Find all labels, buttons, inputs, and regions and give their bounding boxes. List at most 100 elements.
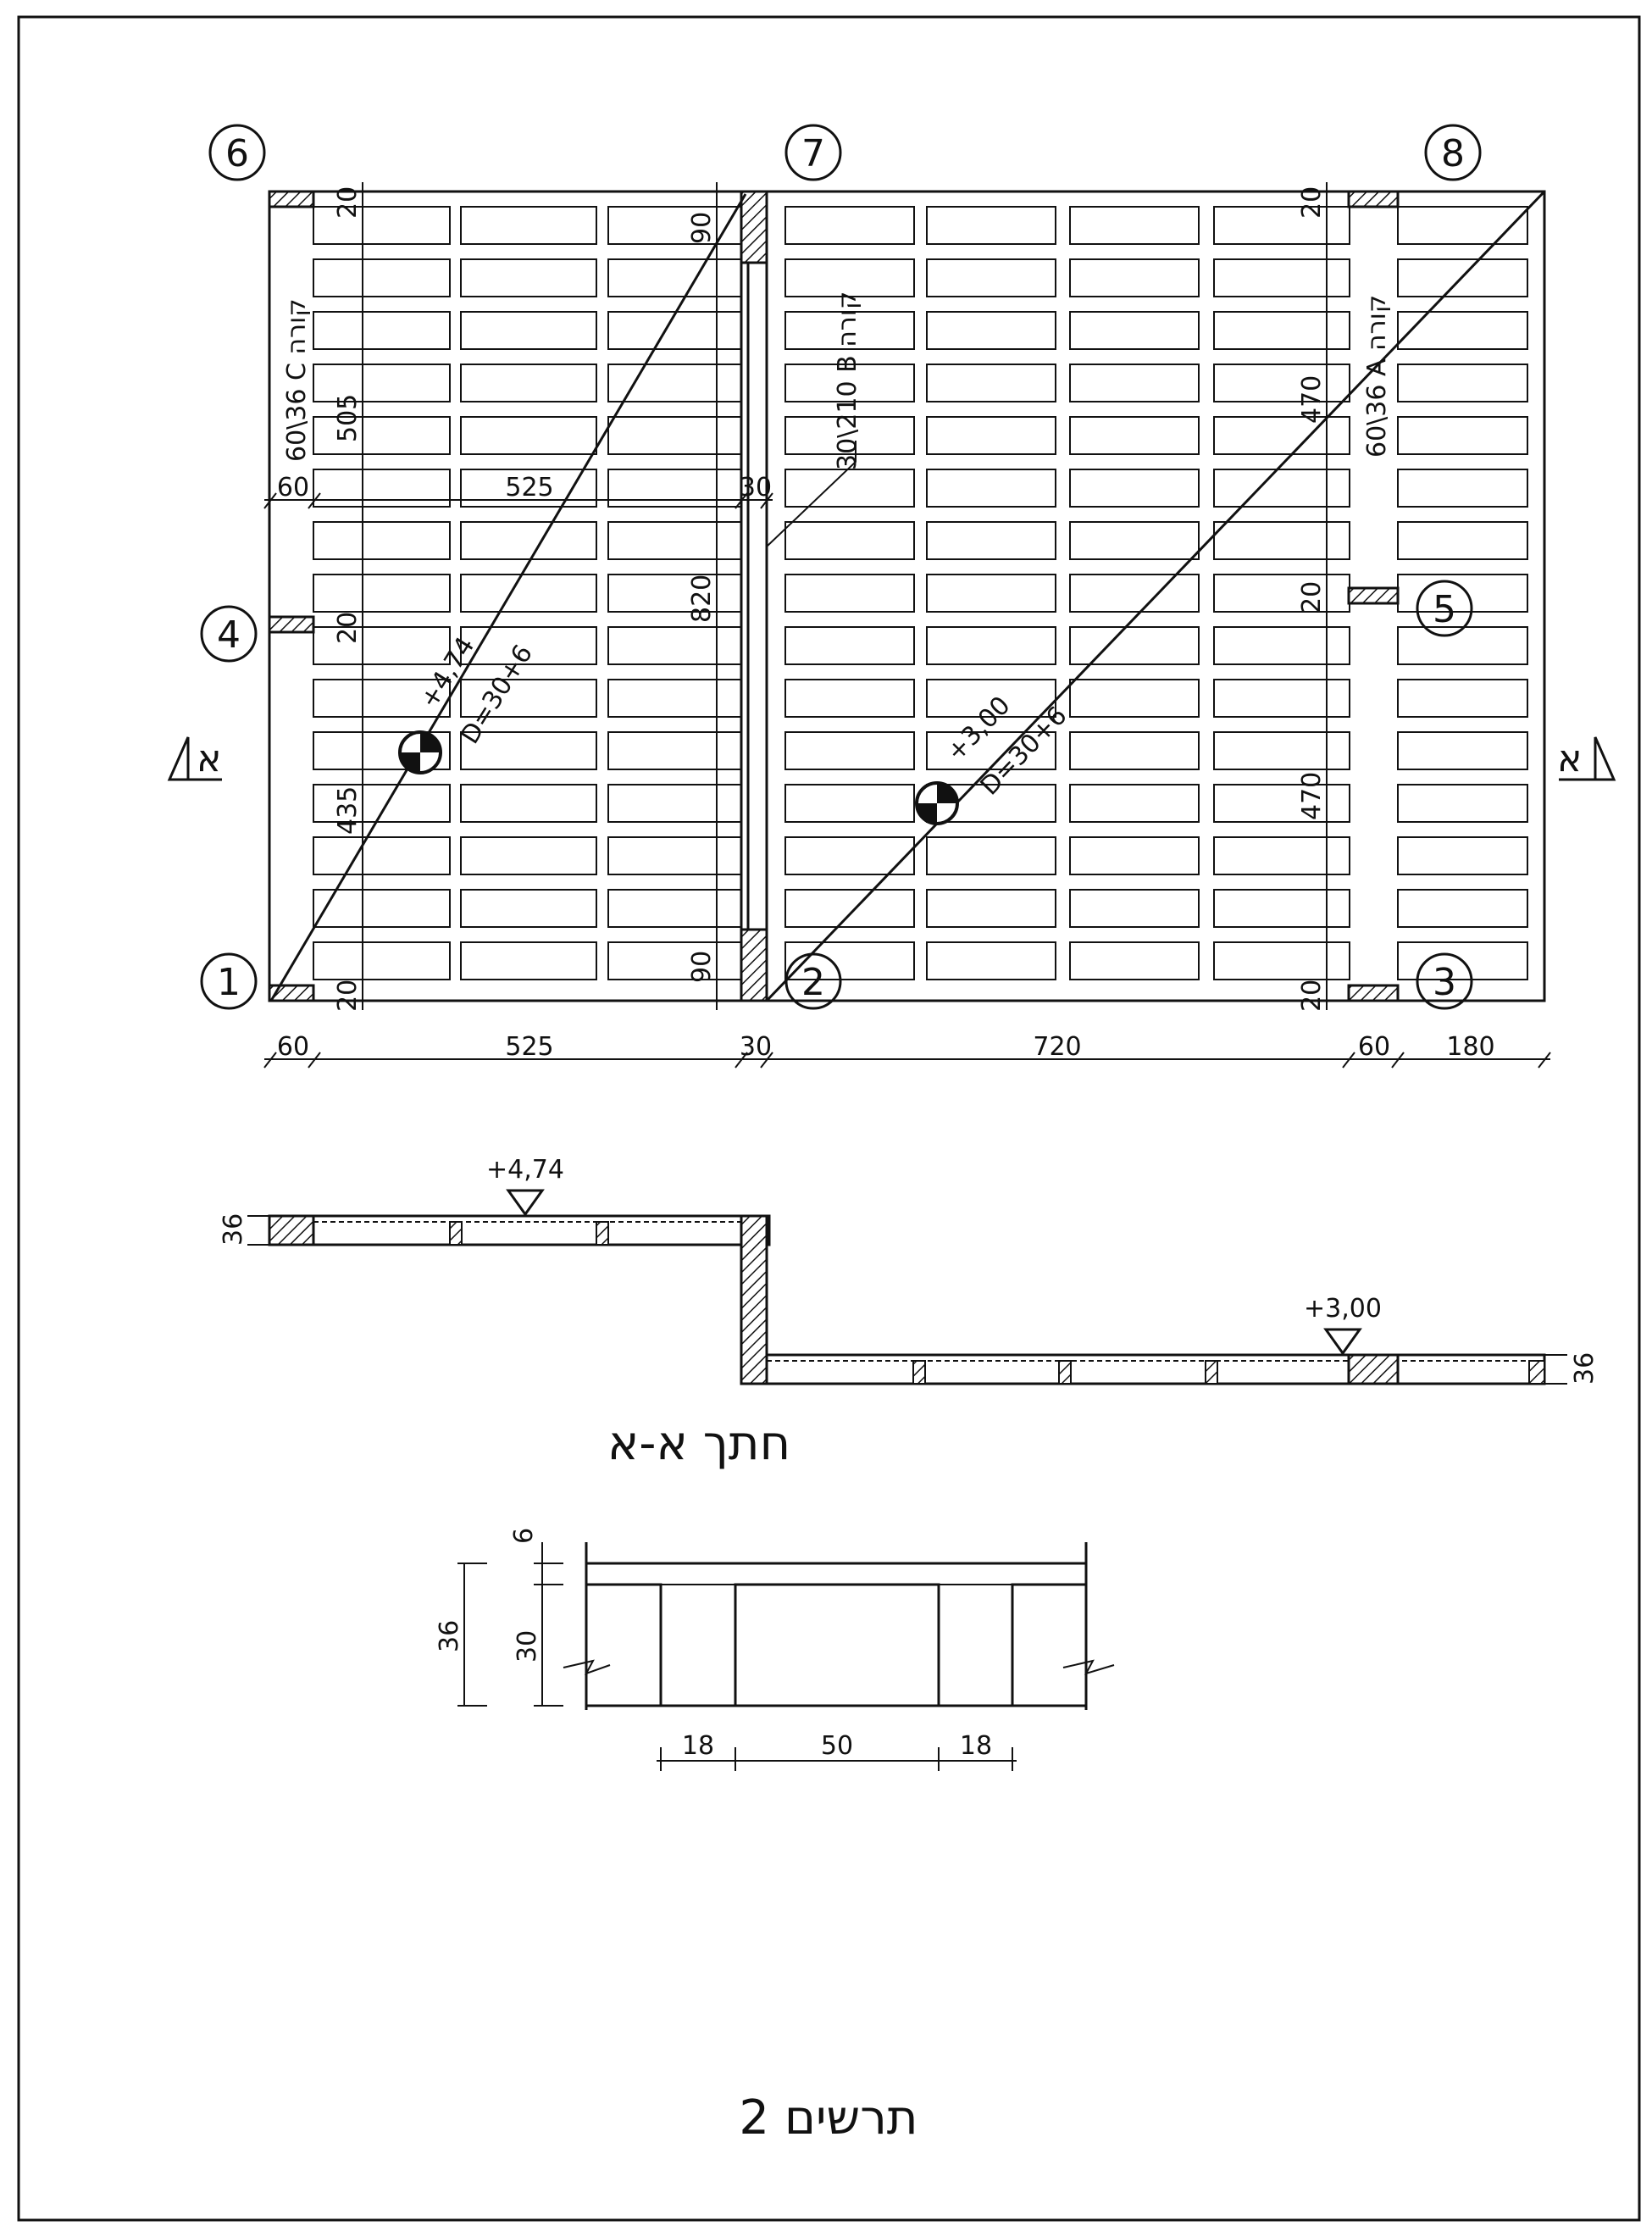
column-4 — [268, 615, 315, 634]
hollow-block — [313, 626, 451, 665]
svg-text:6: 6 — [225, 132, 249, 175]
hollow-block — [313, 889, 451, 928]
hollow-block — [926, 574, 1056, 613]
hollow-block — [926, 731, 1056, 770]
dim-820: 820 — [687, 575, 717, 623]
hollow-block — [1069, 889, 1200, 928]
hollow-block — [926, 836, 1056, 875]
hollow-block — [1069, 258, 1200, 297]
section-thickness-right: 36 — [1570, 1352, 1599, 1385]
hollow-block — [1213, 258, 1350, 297]
hollow-block — [460, 889, 597, 928]
hollow-block — [460, 364, 597, 402]
slab-left-outline — [268, 190, 750, 1002]
hollow-block — [926, 206, 1056, 245]
svg-text:1: 1 — [217, 961, 241, 1004]
hollow-block — [1213, 941, 1350, 980]
dim-bottom-60b: 60 — [1358, 1032, 1390, 1062]
dim-505: 505 — [333, 394, 363, 442]
column-5 — [1347, 586, 1400, 605]
section-mark-left: א — [167, 736, 222, 781]
hollow-block — [313, 731, 451, 770]
hollow-block — [1213, 469, 1350, 508]
hollow-block — [1397, 784, 1528, 823]
hollow-block — [1397, 731, 1528, 770]
grid-bubble-3: 3 — [1416, 952, 1473, 1010]
hollow-block — [1069, 574, 1200, 613]
section-thickness-left: 36 — [219, 1213, 248, 1246]
figure-title: תרשים 2 — [739, 2090, 917, 2145]
dim-20-f: 20 — [1297, 980, 1327, 1012]
hollow-block — [784, 258, 915, 297]
svg-text:4: 4 — [217, 613, 241, 657]
column-1 — [268, 984, 315, 1002]
hollow-block — [926, 364, 1056, 402]
level-triangle-bottom — [1323, 1328, 1362, 1356]
hollow-block — [784, 889, 915, 928]
beam-b-leader — [766, 441, 856, 547]
detail-profile — [586, 1583, 1086, 1707]
hollow-block — [460, 626, 597, 665]
hollow-block — [1069, 626, 1200, 665]
hollow-block — [313, 784, 451, 823]
hollow-block — [784, 311, 915, 350]
hollow-block — [1213, 416, 1350, 455]
hollow-block — [784, 731, 915, 770]
hollow-block — [313, 521, 451, 560]
column-8 — [1347, 190, 1400, 208]
hollow-block — [1397, 364, 1528, 402]
dim-20-d: 20 — [1297, 186, 1327, 219]
hollow-block — [1213, 626, 1350, 665]
hollow-block — [607, 206, 742, 245]
hollow-block — [607, 258, 742, 297]
hollow-block — [1069, 784, 1200, 823]
hollow-block — [784, 836, 915, 875]
hollow-block — [313, 206, 451, 245]
grid-bubble-4: 4 — [200, 605, 258, 663]
column-2 — [740, 928, 768, 1002]
hollow-block — [607, 364, 742, 402]
hollow-block — [1397, 679, 1528, 718]
hollow-block — [607, 626, 742, 665]
diagonal-left — [269, 193, 747, 1002]
hollow-block — [460, 206, 597, 245]
hollow-block — [607, 889, 742, 928]
hollow-block — [607, 416, 742, 455]
svg-text:7: 7 — [801, 132, 825, 175]
hollow-block — [460, 574, 597, 613]
hollow-block — [1213, 574, 1350, 613]
hollow-block — [313, 258, 451, 297]
hollow-block — [1397, 469, 1528, 508]
hollow-block — [1213, 889, 1350, 928]
dim-bottom-720: 720 — [1033, 1032, 1081, 1062]
hollow-block — [1069, 731, 1200, 770]
hollow-block — [784, 364, 915, 402]
grid-bubble-7: 7 — [784, 124, 842, 181]
hollow-block — [784, 416, 915, 455]
section-level-bottom: +3,00 — [1304, 1294, 1382, 1324]
detail-dim-18b: 18 — [960, 1731, 992, 1761]
hollow-block — [1069, 941, 1200, 980]
section-mark-right: א — [1557, 736, 1616, 781]
grid-bubble-8: 8 — [1424, 124, 1482, 181]
svg-text:3: 3 — [1433, 961, 1456, 1004]
diagonal-right — [765, 190, 1546, 1002]
hollow-block — [1397, 941, 1528, 980]
section-beam-b — [740, 1214, 768, 1385]
hollow-block — [607, 679, 742, 718]
detail-dim-6: 6 — [509, 1528, 539, 1544]
hollow-block — [1069, 469, 1200, 508]
hollow-block — [1069, 311, 1200, 350]
hollow-block — [1069, 206, 1200, 245]
dim-20-b: 20 — [333, 612, 363, 644]
hollow-block — [1213, 206, 1350, 245]
hollow-block — [1397, 626, 1528, 665]
hollow-block — [607, 521, 742, 560]
dim-inner-30: 30 — [740, 473, 772, 502]
hollow-block — [784, 679, 915, 718]
hollow-block — [607, 311, 742, 350]
dim-20-a: 20 — [333, 186, 363, 219]
hollow-block — [1069, 521, 1200, 560]
hollow-block — [313, 364, 451, 402]
